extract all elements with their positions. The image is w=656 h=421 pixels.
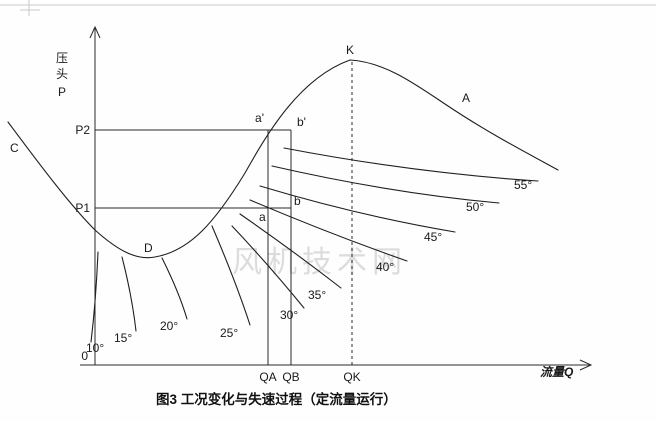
y-axis-label-char-2: 头 bbox=[56, 67, 68, 81]
qb-flow-label: QB bbox=[282, 370, 299, 384]
point-b-prime-label: b' bbox=[297, 115, 306, 129]
curve-angle-45 bbox=[259, 185, 456, 233]
y-axis-label-char-3: P bbox=[58, 85, 66, 99]
point-b-label: b bbox=[294, 194, 301, 208]
angle-label-10: 10° bbox=[86, 341, 104, 355]
angle-label-55: 55° bbox=[514, 178, 532, 192]
point-a-label: a bbox=[259, 210, 266, 224]
angle-label-20: 20° bbox=[160, 319, 178, 333]
qa-flow-label: QA bbox=[259, 370, 276, 384]
origin-label: 0 bbox=[81, 349, 88, 363]
figure-caption: 图3 工况变化与失速过程（定流量运行） bbox=[156, 391, 397, 407]
angle-label-15: 15° bbox=[114, 331, 132, 345]
point-a-prime-label: a' bbox=[255, 111, 264, 125]
x-axis-label: 流量Q bbox=[540, 365, 574, 379]
p2-label: P2 bbox=[75, 123, 90, 137]
curve-angle-30 bbox=[231, 225, 305, 309]
curve-d-label: D bbox=[144, 241, 153, 255]
angle-label-50: 50° bbox=[466, 200, 484, 214]
curve-angle-55 bbox=[283, 147, 539, 182]
angle-label-30: 30° bbox=[280, 308, 298, 322]
watermark-text: 风机技术网 bbox=[232, 246, 407, 279]
curve-angle-15 bbox=[121, 256, 137, 332]
angle-label-25: 25° bbox=[220, 326, 238, 340]
curve-a-label: A bbox=[462, 91, 470, 105]
x-axis-arrow-icon bbox=[579, 359, 593, 371]
curve-angle-40 bbox=[249, 199, 408, 262]
angle-label-45: 45° bbox=[424, 230, 442, 244]
p1-label: P1 bbox=[75, 201, 90, 215]
main-characteristic-curve bbox=[7, 59, 559, 259]
curve-angle-50 bbox=[271, 165, 500, 204]
curve-angle-25 bbox=[211, 225, 251, 326]
qk-flow-label: QK bbox=[343, 370, 360, 384]
angle-label-35: 35° bbox=[308, 288, 326, 302]
y-axis-arrow-icon bbox=[89, 25, 101, 39]
y-axis-label-char-1: 压 bbox=[56, 51, 68, 65]
curve-k-label: K bbox=[346, 43, 354, 57]
curve-angle-35 bbox=[239, 213, 342, 289]
angle-label-40: 40° bbox=[376, 260, 394, 274]
curve-c-label: C bbox=[10, 141, 19, 155]
curve-angle-10 bbox=[90, 251, 99, 343]
curve-angle-20 bbox=[161, 257, 188, 320]
